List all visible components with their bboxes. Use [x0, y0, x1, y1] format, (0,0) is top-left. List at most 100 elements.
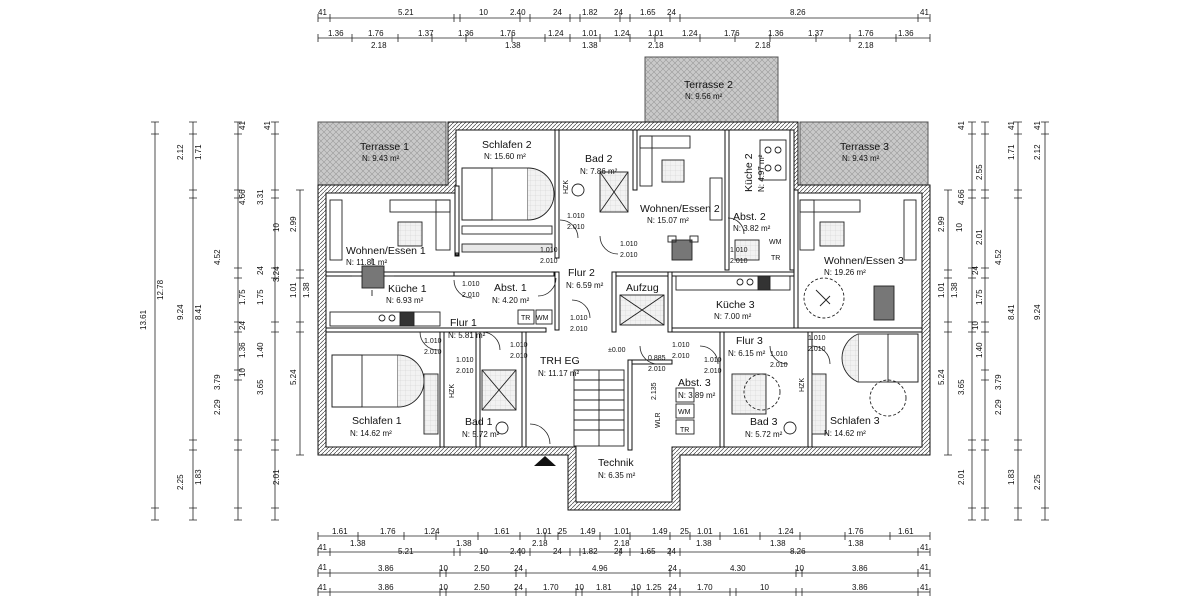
- dim-label: 41: [263, 121, 272, 130]
- room-name-bad3: Bad 3: [750, 416, 778, 428]
- dim-label: 2.18: [858, 41, 874, 50]
- room-area-technik: N: 6.35 m²: [598, 471, 636, 480]
- room-name-wohnen1: Wohnen/Essen 1: [346, 245, 426, 257]
- dim-label: 24: [668, 583, 677, 592]
- terrace-1: [317, 121, 447, 189]
- dim-label: 24: [667, 8, 676, 17]
- dim-label: 1.76: [380, 527, 396, 536]
- dim-label: 41: [920, 583, 929, 592]
- door-width: 1.010: [510, 342, 528, 349]
- hzk-label: HZK: [449, 384, 456, 398]
- dim-label: 1.75: [238, 289, 247, 305]
- door-width: 1.010: [456, 357, 474, 364]
- level-mark: ±0.00: [608, 347, 626, 354]
- dim-label: 1.37: [808, 29, 824, 38]
- door-width: 0.885: [648, 355, 666, 362]
- room-area-bad3: N: 5.72 m²: [745, 430, 783, 439]
- door-height: 2.010: [510, 353, 528, 360]
- dim-left: 13.61 12.78 9.24 2.25 2.12 1.71 8.41 3.7…: [139, 121, 311, 490]
- dim-label: 24: [971, 266, 980, 275]
- door-width: 1.010: [770, 351, 788, 358]
- dim-label: 1.49: [652, 527, 668, 536]
- door-width: 1.010: [424, 338, 442, 345]
- room-area-terrasse1: N: 9.43 m²: [362, 154, 400, 163]
- dim-label: 25: [680, 527, 689, 536]
- dim-label: 41: [238, 121, 247, 130]
- dim-label: 1.40: [975, 342, 984, 358]
- dim-label: 5.24: [937, 369, 946, 385]
- dim-label: 1.75: [975, 289, 984, 305]
- dim-label: 1.36: [768, 29, 784, 38]
- dim-label: 2.01: [975, 229, 984, 245]
- dim-label: 1.82: [582, 8, 598, 17]
- dim-label: 10: [955, 223, 964, 232]
- dim-label: 3.79: [213, 374, 222, 390]
- room-name-terrasse1: Terrasse 1: [360, 141, 409, 153]
- dim-label: 10: [479, 8, 488, 17]
- dim-label: 3.86: [378, 564, 394, 573]
- dim-label: 2.18: [614, 539, 630, 548]
- door-height: 2.010: [462, 292, 480, 299]
- dim-label: 3.86: [852, 583, 868, 592]
- room-area-flur2: N: 6.59 m²: [566, 281, 604, 290]
- dim-label: 1.24: [548, 29, 564, 38]
- room-name-technik: Technik: [598, 457, 634, 469]
- dim-label: 1.01: [289, 282, 298, 298]
- dim-label: 1.82: [582, 547, 598, 556]
- dim-label: 10: [971, 321, 980, 330]
- annotations: ±0.00 TR WM TR WM WM TR WLR HZK HZK HZK …: [424, 180, 826, 434]
- dim-label: 10: [238, 368, 247, 377]
- room-area-terrasse2: N: 9.56 m²: [685, 92, 723, 101]
- dim-label: 41: [920, 563, 929, 572]
- dim-label: 2.25: [176, 474, 185, 490]
- dim-label: 8.41: [194, 304, 203, 320]
- dim-label: 3.65: [957, 379, 966, 395]
- dim-label: 25: [558, 527, 567, 536]
- dim-label: 1.01: [648, 29, 664, 38]
- dim-label: 2.12: [176, 144, 185, 160]
- dim-label: 1.76: [724, 29, 740, 38]
- room-area-flur1: N: 5.81 m²: [448, 331, 486, 340]
- door-height: 2.010: [620, 252, 638, 259]
- door-height: 2.010: [648, 366, 666, 373]
- dim-label: 1.24: [682, 29, 698, 38]
- room-name-schlafen2: Schlafen 2: [482, 139, 532, 151]
- dim-label: 41: [318, 543, 327, 552]
- dim-label: 24: [667, 547, 676, 556]
- dim-label: 24: [238, 321, 247, 330]
- dim-label: 1.38: [696, 539, 712, 548]
- dim-bottom-row-1: 1.61 1.76 1.24 1.61 1.01 25 1.49 1.01 1.…: [332, 527, 914, 548]
- dim-top-row-1: 41 5.21 10 2.40 24 1.82 24 1.65 24 8.26 …: [318, 8, 929, 17]
- dim-label: 1.25: [646, 583, 662, 592]
- room-name-abst1: Abst. 1: [494, 282, 527, 294]
- dim-label: 41: [318, 8, 327, 17]
- room-area-schlafen2: N: 15.60 m²: [484, 152, 526, 161]
- dim-label: 41: [920, 8, 929, 17]
- room-name-abst3: Abst. 3: [678, 377, 711, 389]
- room-area-abst2: N: 3.82 m²: [733, 224, 771, 233]
- room-area-trh: N: 11.17 m²: [538, 369, 580, 378]
- dim-label: 1.76: [848, 527, 864, 536]
- dim-label: 24: [256, 266, 265, 275]
- door-width: 1.010: [704, 357, 722, 364]
- room-name-terrasse2: Terrasse 2: [684, 79, 733, 91]
- dim-label: 8.26: [790, 547, 806, 556]
- room-name-kueche2: Küche 2: [743, 153, 755, 192]
- door-width: 1.010: [570, 315, 588, 322]
- dim-label: 1.70: [543, 583, 559, 592]
- door-height: 2.010: [567, 224, 585, 231]
- dim-label: 1.38: [350, 539, 366, 548]
- dim-label: 1.76: [500, 29, 516, 38]
- dim-label: 2.40: [510, 547, 526, 556]
- dim-label: 1.71: [194, 144, 203, 160]
- dim-label: 2.01: [957, 469, 966, 485]
- room-area-kueche3: N: 7.00 m²: [714, 312, 752, 321]
- wm-label: WM: [769, 239, 782, 246]
- dim-label: 1.24: [424, 527, 440, 536]
- dim-label: 4.96: [592, 564, 608, 573]
- dim-label: 1.01: [536, 527, 552, 536]
- dim-label: 1.01: [697, 527, 713, 536]
- dim-label: 1.83: [1007, 469, 1016, 485]
- interior-walls: [325, 129, 923, 451]
